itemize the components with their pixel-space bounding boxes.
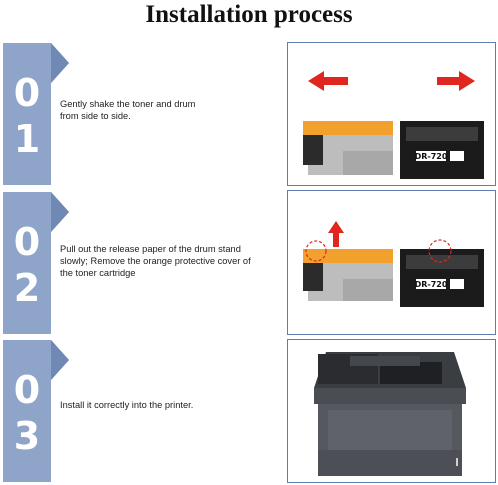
step-3-banner: 0 3 [3, 340, 69, 482]
step-2-text: Pull out the release paper of the drum s… [60, 244, 251, 278]
highlight-circle-icon [305, 240, 327, 262]
step-1-banner: 0 1 [3, 43, 69, 185]
step-3-digit-b: 3 [13, 414, 41, 458]
step-3-photo [287, 339, 496, 483]
drum-model-label: DR-720 [415, 152, 448, 161]
toner-cartridge-image [303, 249, 393, 301]
page-title: Installation process [145, 1, 353, 28]
step-3-text: Install it correctly into the printer. [60, 400, 194, 410]
drum-unit-image: DR-720 [400, 121, 484, 179]
step-1-photo: DR-720 [287, 42, 496, 186]
step-2-photo: DR-720 [287, 190, 496, 335]
step-2-digit-a: 0 [13, 220, 41, 264]
printer-image [314, 352, 466, 476]
step-1-digit-b: 1 [13, 117, 41, 161]
step-1-digit-a: 0 [13, 71, 41, 115]
drum-unit-image: DR-720 [400, 249, 484, 307]
highlight-circle-icon [428, 239, 452, 263]
step-1-text: Gently shake the toner and drum from sid… [60, 99, 196, 121]
right-arrow-icon [437, 71, 475, 91]
up-arrow-icon [328, 221, 344, 247]
left-arrow-icon [308, 71, 348, 91]
drum-model-label: DR-720 [415, 280, 448, 289]
toner-cartridge-image [303, 121, 393, 175]
step-3-digit-a: 0 [13, 368, 41, 412]
step-2-digit-b: 2 [13, 266, 41, 310]
step-2-banner: 0 2 [3, 192, 69, 334]
